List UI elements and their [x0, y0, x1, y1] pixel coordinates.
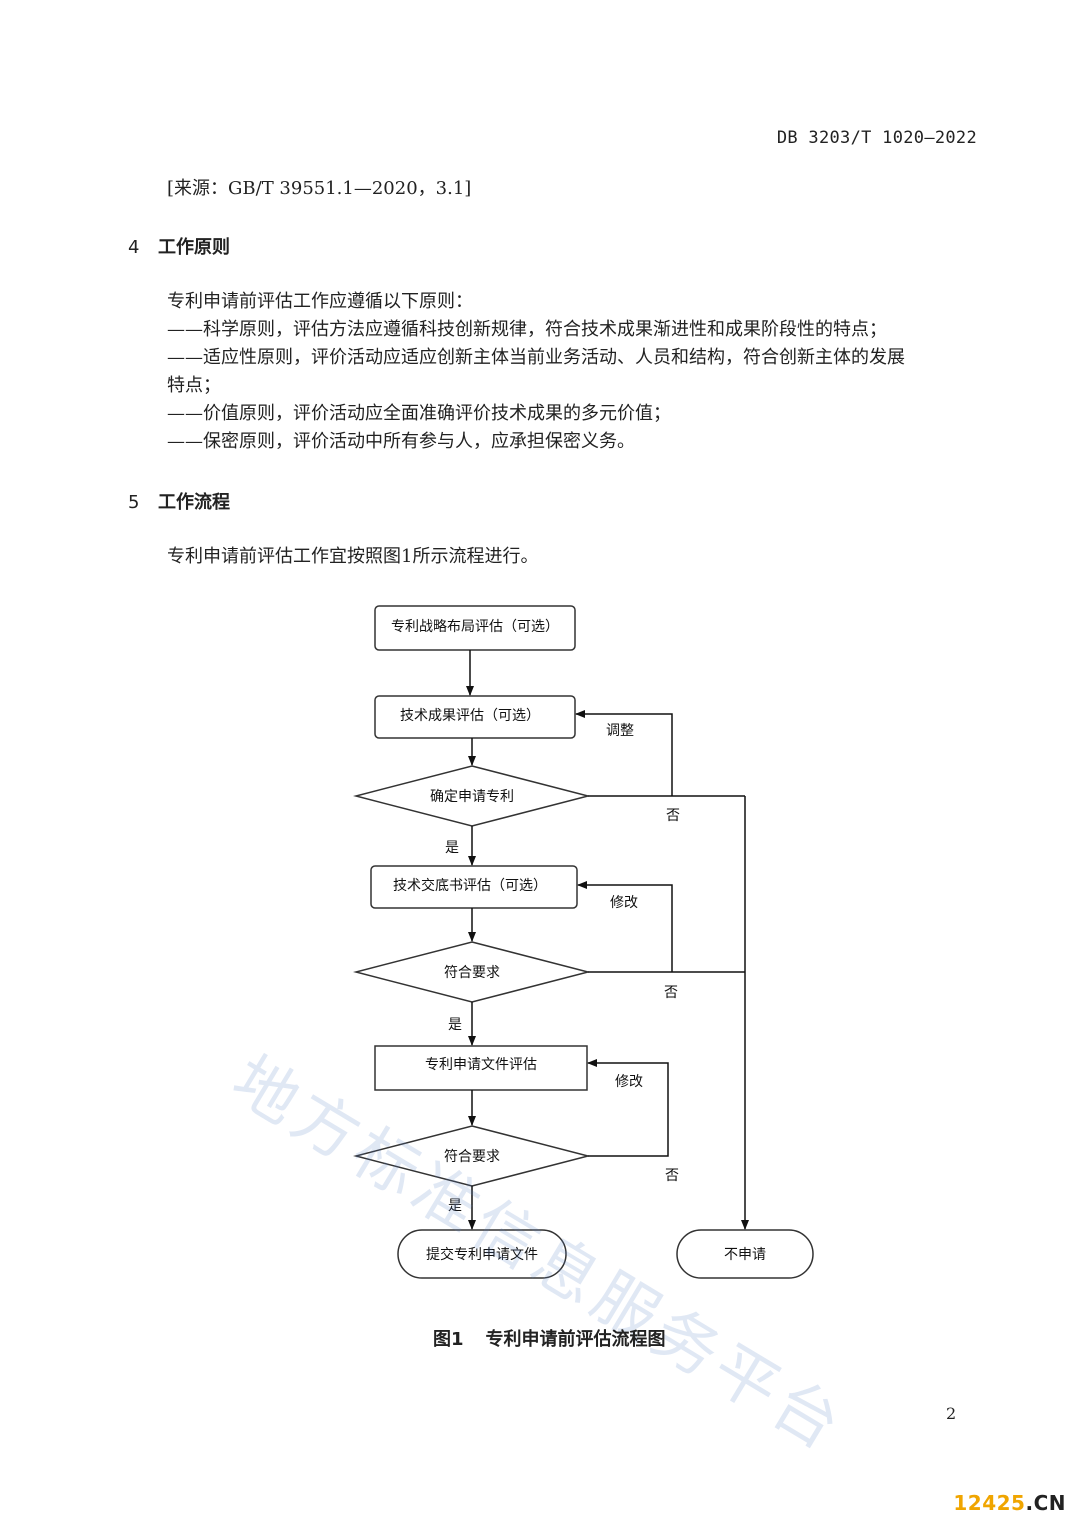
- section-4-intro: 专利申请前评估工作应遵循以下原则：: [167, 291, 473, 312]
- node-app-docs-label: 专利申请文件评估: [425, 1057, 537, 1073]
- section-number: 5: [128, 492, 140, 513]
- principle-item: ——适应性原则，评价活动应适应创新主体当前业务活动、人员和结构，符合创新主体的发…: [167, 347, 905, 368]
- terminal-no-apply-shape: [676, 1229, 814, 1279]
- edge-label-adjust: 调整: [606, 723, 634, 739]
- site-logo-number: 12425: [953, 1491, 1026, 1515]
- terminal-submit-label: 提交专利申请文件: [426, 1246, 538, 1263]
- section-title: 工作原则: [158, 237, 230, 258]
- section-number: 4: [128, 237, 140, 258]
- node-disclosure-label: 技术交底书评估（可选）: [393, 877, 547, 894]
- decision-check1-label: 符合要求: [444, 965, 500, 981]
- figure-caption: 图1 专利申请前评估流程图: [433, 1325, 666, 1351]
- node-strategy-label: 专利战略布局评估（可选）: [391, 619, 559, 635]
- edge-label-yes: 是: [448, 1198, 462, 1214]
- arrow-adjust-loop: [575, 710, 673, 796]
- document-id: DB 3203/T 1020—2022: [776, 128, 977, 148]
- section-5-heading: 5 工作流程: [128, 488, 230, 514]
- arrow-modify2-loop: [587, 1059, 669, 1157]
- decision-apply-label: 确定申请专利: [430, 789, 514, 805]
- principle-item: 特点；: [167, 375, 221, 396]
- decision-check2-label: 符合要求: [444, 1149, 500, 1165]
- node-app-docs-box: [374, 1045, 588, 1091]
- site-logo[interactable]: 12425.CN: [953, 1491, 1066, 1515]
- edge-label-yes: 是: [445, 840, 459, 856]
- edge-label-no: 否: [666, 808, 680, 824]
- source-note: [来源：GB/T 39551.1—2020，3.1]: [167, 178, 472, 199]
- principle-item: ——保密原则，评价活动中所有参与人，应承担保密义务。: [167, 431, 635, 452]
- section-4-heading: 4 工作原则: [128, 233, 230, 259]
- edge-label-no: 否: [665, 1168, 679, 1184]
- node-strategy-box: [374, 605, 576, 651]
- figure-title: 专利申请前评估流程图: [485, 1329, 666, 1350]
- principle-item: ——价值原则，评价活动应全面准确评价技术成果的多元价值；: [167, 403, 671, 424]
- site-logo-tld: .CN: [1025, 1491, 1066, 1515]
- terminal-no-apply-label: 不申请: [724, 1247, 766, 1263]
- principle-item: ——科学原则，评估方法应遵循科技创新规律，符合技术成果渐进性和成果阶段性的特点；: [167, 319, 887, 340]
- section-5-intro: 专利申请前评估工作宜按照图1所示流程进行。: [167, 546, 539, 567]
- page-number: 2: [946, 1404, 957, 1423]
- section-title: 工作流程: [158, 492, 230, 513]
- edge-label-modify: 修改: [615, 1074, 643, 1090]
- figure-number: 图1: [433, 1329, 464, 1350]
- edge-label-yes: 是: [448, 1017, 462, 1033]
- edge-label-no: 否: [664, 985, 678, 1001]
- node-tech-result-label: 技术成果评估（可选）: [400, 708, 540, 724]
- arrow-modify1-loop: [577, 881, 673, 972]
- terminal-submit-shape: [397, 1229, 567, 1279]
- edge-label-modify: 修改: [610, 895, 638, 911]
